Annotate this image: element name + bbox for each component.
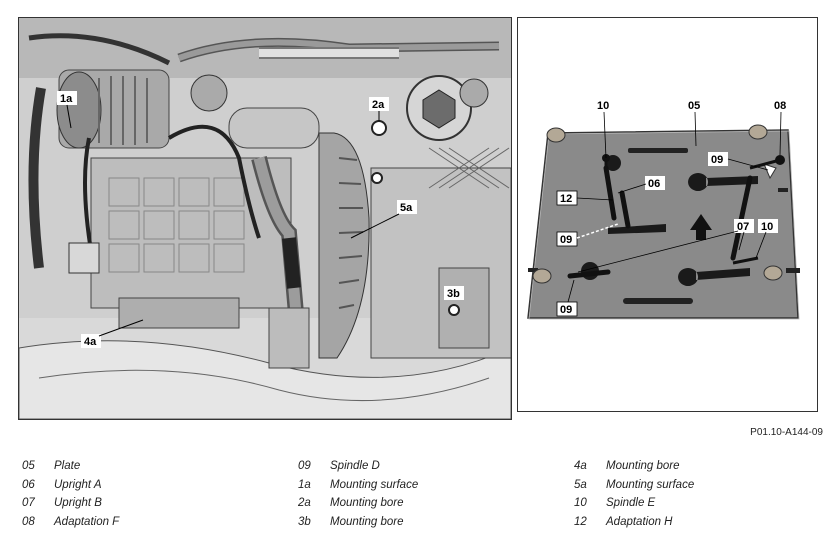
legend-column-3: 4a Mounting bore 5a Mounting surface 10 Spi… — [574, 460, 694, 534]
callout-box-1a — [57, 91, 77, 105]
legend-term: Mounting surface — [330, 478, 419, 491]
legend-item: 1a Mounting surface — [298, 479, 418, 498]
legend-column-1: 05 Plate 06 Upright A 07 Upright B 08 Adapta… — [22, 460, 119, 534]
legend-term: Upright A — [54, 478, 102, 491]
legend-item: 10 Spindle E — [574, 497, 694, 516]
legend-code: 05 — [22, 460, 35, 472]
legend-code: 08 — [22, 515, 35, 528]
mounting-plate-illustration: 10 05 08 09 06 12 09 07 10 09 — [518, 18, 817, 411]
legend-item: 3b Mounting bore — [298, 516, 418, 535]
callout-2a: 2a — [372, 99, 385, 111]
callout-09-bottom: 09 — [560, 304, 572, 316]
legend-item: 4a Mounting bore — [574, 460, 694, 479]
callout-1a: 1a — [60, 93, 73, 105]
callout-08: 08 — [774, 100, 786, 112]
callout-09-mid: 09 — [560, 234, 572, 246]
legend-code: 1a — [298, 478, 311, 491]
legend-code: 2a — [298, 497, 311, 509]
legend-item: 06 Upright A — [22, 479, 119, 498]
callout-3b: 3b — [447, 288, 460, 300]
callout-05: 05 — [688, 100, 700, 112]
legend-term: Spindle E — [606, 497, 656, 509]
legend-code: 5a — [574, 478, 587, 491]
callout-06: 06 — [648, 178, 660, 190]
callout-10-top: 10 — [597, 100, 609, 112]
engine-illustration-panel: 1a 2a 5a 3b 4a — [18, 17, 512, 420]
callout-box-3b — [444, 286, 464, 300]
legend-code: 4a — [574, 460, 587, 472]
legend-term: Plate — [54, 460, 81, 472]
callout-09-top: 09 — [711, 154, 723, 166]
mounting-plate-panel: 10 05 08 09 06 12 09 07 10 09 — [517, 17, 818, 412]
legend-item: 05 Plate — [22, 460, 119, 479]
plate-05 — [527, 129, 799, 319]
legend-item: 09 Spindle D — [298, 460, 418, 479]
legend-code: 10 — [574, 497, 587, 509]
legend-code: 3b — [298, 515, 311, 528]
legend-term: Mounting bore — [606, 460, 680, 472]
legend-term: Adaptation H — [606, 515, 673, 528]
legend-term: Adaptation F — [54, 515, 120, 528]
engine-illustration: 1a 2a 5a 3b 4a — [19, 18, 511, 419]
legend-term: Upright B — [54, 497, 102, 509]
callout-07: 07 — [737, 221, 749, 233]
legend-code: 07 — [22, 497, 35, 509]
legend-code: 09 — [298, 460, 311, 472]
callout-4a: 4a — [84, 336, 97, 348]
callout-box-4a — [81, 334, 101, 348]
callout-box-5a — [397, 200, 417, 214]
callout-10-right: 10 — [761, 221, 773, 233]
callout-box-2a — [369, 97, 389, 111]
legend-term: Spindle D — [330, 460, 380, 472]
callout-5a: 5a — [400, 202, 413, 214]
legend-term: Mounting surface — [606, 478, 695, 491]
legend-item: 2a Mounting bore — [298, 497, 418, 516]
figure-code: P01.10-A144-09 — [750, 427, 823, 438]
legend-term: Mounting bore — [330, 515, 404, 528]
legend-code: 12 — [574, 515, 587, 528]
upright-06 — [603, 165, 617, 221]
legend-term: Mounting bore — [330, 497, 404, 509]
legend-code: 06 — [22, 478, 35, 491]
callout-12: 12 — [560, 193, 572, 205]
upright-07 — [730, 175, 753, 261]
legend-item: 08 Adaptation F — [22, 516, 119, 535]
legend-item: 07 Upright B — [22, 497, 119, 516]
legend-item: 12 Adaptation H — [574, 516, 694, 535]
legend-item: 5a Mounting surface — [574, 479, 694, 498]
